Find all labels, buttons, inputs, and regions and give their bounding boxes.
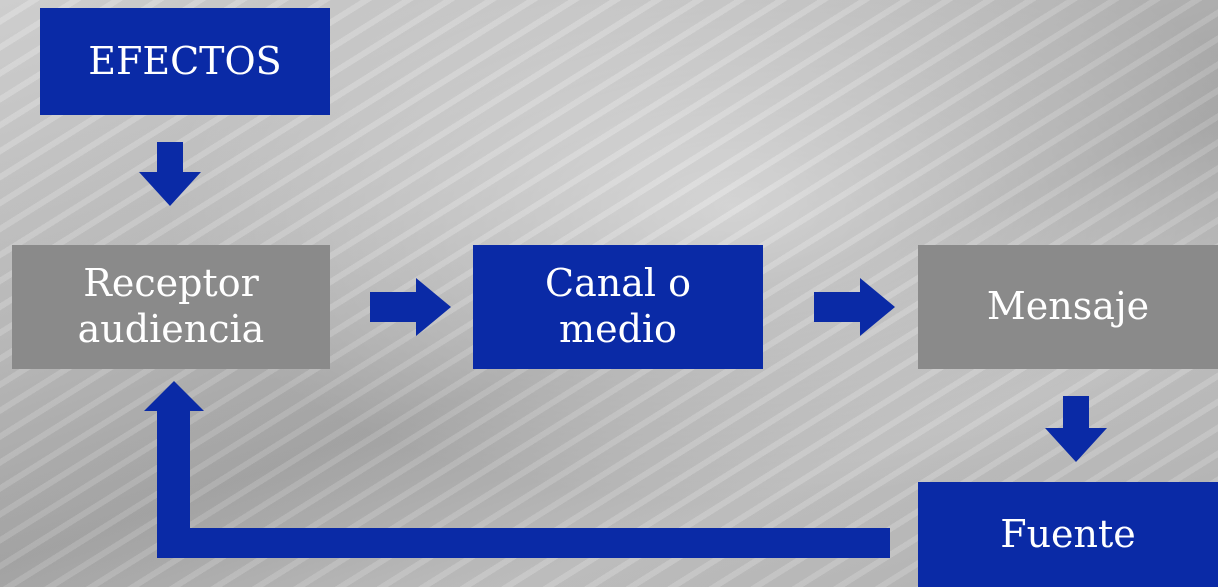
arrow-efectos-to-receptor bbox=[139, 142, 201, 206]
arrow-mensaje-to-fuente bbox=[1045, 396, 1107, 462]
node-efectos: EFECTOS bbox=[40, 8, 330, 115]
node-canal-medio: Canal o medio bbox=[473, 245, 763, 369]
arrow-canal-to-mensaje bbox=[814, 278, 895, 336]
arrow-receptor-to-canal bbox=[370, 278, 451, 336]
node-fuente-label: Fuente bbox=[1000, 511, 1136, 556]
node-fuente: Fuente bbox=[918, 482, 1218, 587]
node-canal-label: Canal o medio bbox=[545, 261, 691, 351]
node-receptor-label: Receptor audiencia bbox=[77, 261, 265, 351]
node-mensaje: Mensaje bbox=[918, 245, 1218, 369]
arrow-fuente-to-receptor bbox=[144, 381, 890, 558]
node-receptor-audiencia: Receptor audiencia bbox=[12, 245, 330, 369]
node-efectos-label: EFECTOS bbox=[88, 38, 282, 83]
node-mensaje-label: Mensaje bbox=[986, 284, 1150, 329]
